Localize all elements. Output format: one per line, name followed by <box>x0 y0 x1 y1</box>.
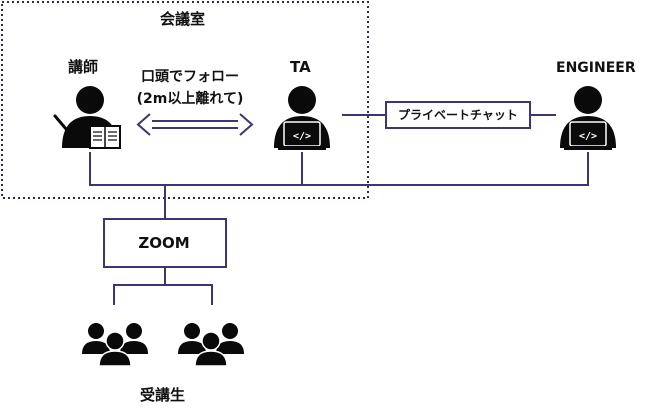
engineer-laptop-glyph: </> <box>579 131 597 142</box>
double-arrow <box>136 113 254 136</box>
connection-bus <box>89 152 589 219</box>
student-branch <box>113 267 213 305</box>
laptop-icon: </> <box>564 121 612 150</box>
students-label: 受講生 <box>140 386 186 404</box>
zoom-box <box>103 218 227 268</box>
pointer-icon <box>53 114 76 141</box>
lecturer-label: 講師 <box>68 58 99 76</box>
private-chat-label: プライベートチャット <box>398 108 518 122</box>
engineer-label: ENGINEER <box>556 60 636 76</box>
ta-laptop-glyph: </> <box>293 131 311 142</box>
verbal-follow-label: 口頭でフォロー (2m以上離れて) <box>120 66 260 110</box>
student-group-icon <box>178 323 244 367</box>
zoom-label: ZOOM <box>138 234 190 252</box>
verbal-follow-line1: 口頭でフォロー <box>141 69 239 85</box>
student-group-icon <box>82 323 148 367</box>
meeting-room-border <box>1 1 369 199</box>
verbal-follow-line2: (2m以上離れて) <box>136 91 244 107</box>
book-icon <box>89 125 121 149</box>
ta-label: TA <box>290 58 311 76</box>
private-chat-box <box>385 101 531 129</box>
laptop-icon: </> <box>278 121 326 150</box>
meeting-room-title: 会議室 <box>160 10 206 28</box>
